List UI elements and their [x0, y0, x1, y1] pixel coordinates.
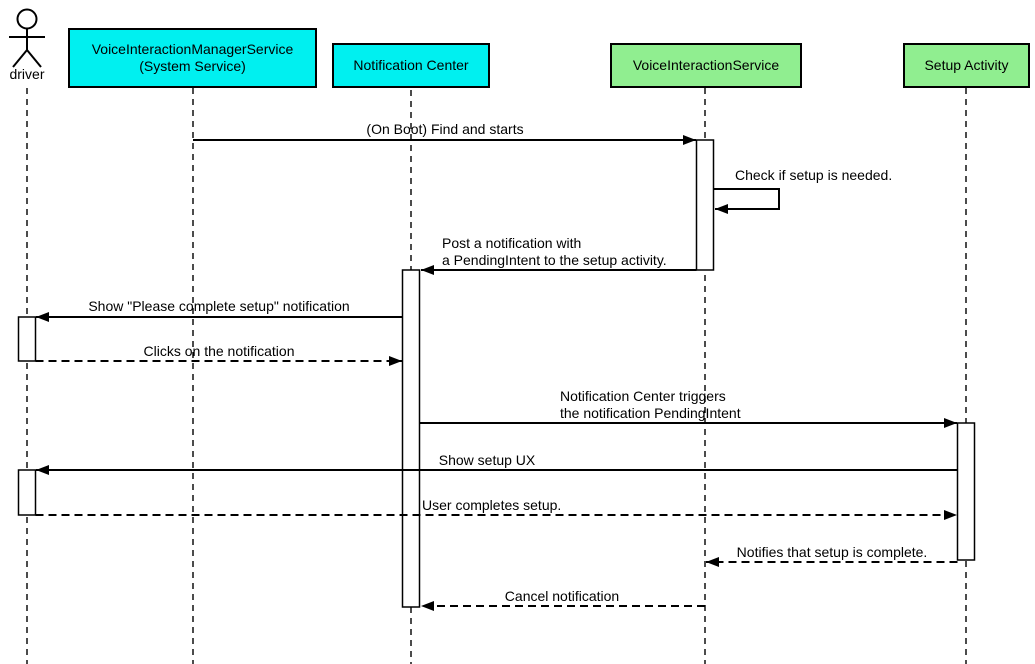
message-label-notifies-setup-complete: Notifies that setup is complete.	[736, 544, 928, 560]
participant-vis: VoiceInteractionService	[610, 43, 802, 88]
activation-setup-activity	[956, 422, 976, 561]
actor-driver-icon	[9, 8, 45, 68]
message-label-check-setup-self: Check if setup is needed.	[735, 167, 893, 183]
message-label-show-setup-ux: Show setup UX	[438, 452, 536, 468]
participant-setup-activity: Setup Activity	[903, 43, 1030, 88]
participant-notification-center: Notification Center	[332, 43, 490, 88]
activation-vis	[695, 139, 715, 271]
activation-driver-2	[17, 469, 37, 516]
message-label-user-completes-setup: User completes setup.	[422, 497, 562, 513]
message-label-triggers-pendingintent: Notification Center triggers the notific…	[560, 388, 741, 421]
participant-driver-label: driver	[9, 66, 45, 82]
message-line-check-setup-self	[713, 188, 780, 214]
message-label-post-notification: Post a notification with a PendingIntent…	[442, 235, 667, 268]
message-label-clicks-notification: Clicks on the notification	[143, 343, 295, 359]
message-label-on-boot-find-starts: (On Boot) Find and starts	[366, 121, 524, 137]
message-label-cancel-notification: Cancel notification	[504, 588, 620, 604]
participant-vims: VoiceInteractionManagerService (System S…	[68, 28, 317, 88]
activation-driver-1	[17, 316, 37, 362]
message-label-show-complete-setup-notification: Show "Please complete setup" notificatio…	[88, 298, 350, 314]
activation-notification-center	[401, 269, 421, 608]
